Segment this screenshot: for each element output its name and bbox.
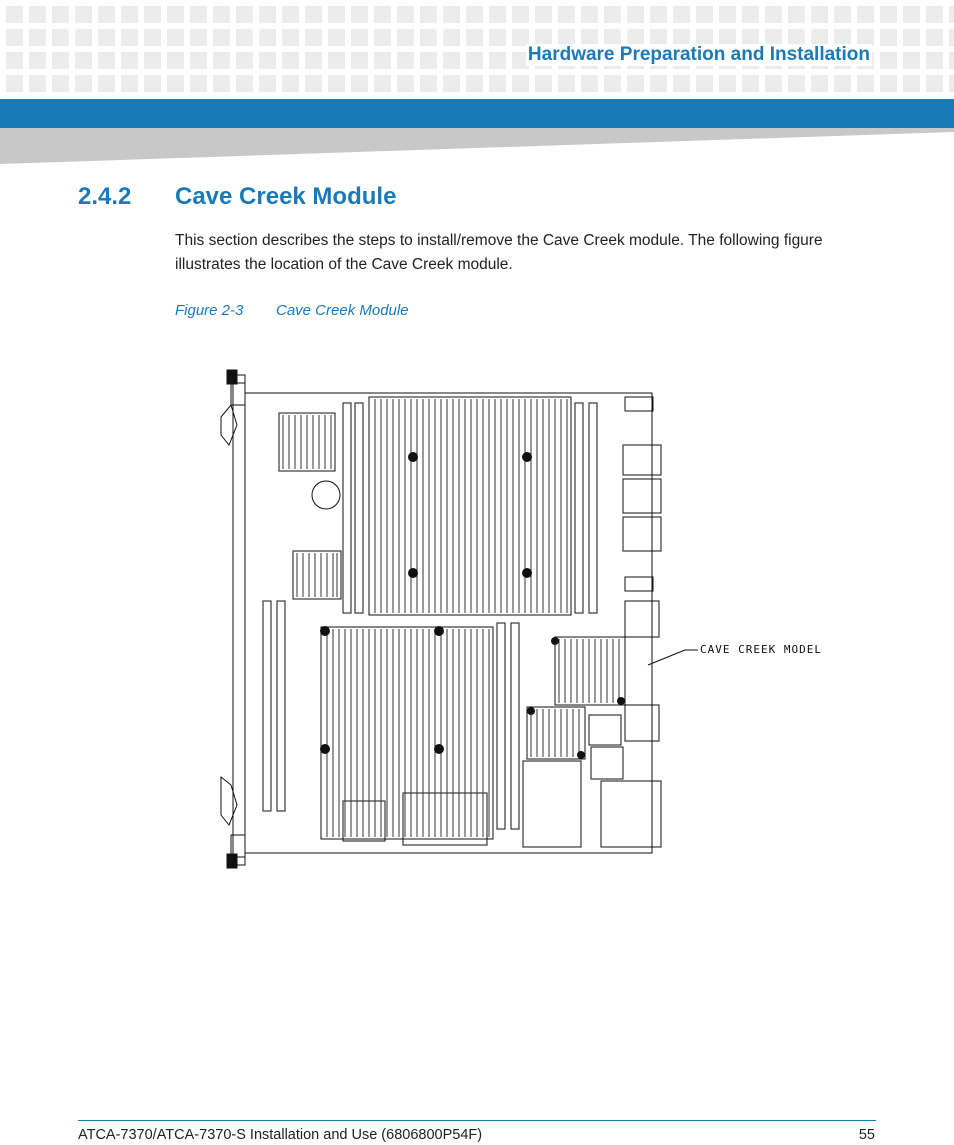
rj45-2 bbox=[622, 478, 662, 514]
dimm-slot-3 bbox=[574, 402, 584, 614]
rj45-3 bbox=[622, 516, 662, 552]
chip-2 bbox=[590, 746, 624, 780]
connector-5 bbox=[624, 704, 660, 742]
dimm-slot-2 bbox=[354, 402, 364, 614]
running-header-title: Hardware Preparation and Installation bbox=[525, 44, 872, 66]
lower-handle bbox=[220, 775, 246, 858]
mounting-screws bbox=[320, 452, 625, 759]
body-paragraph: This section describes the steps to inst… bbox=[175, 232, 823, 273]
small-heatsink-3 bbox=[526, 706, 586, 760]
dimm-slot-7 bbox=[496, 622, 506, 830]
cave-creek-module bbox=[554, 636, 626, 706]
dimm-slot-6 bbox=[276, 600, 286, 812]
switch-1 bbox=[624, 396, 654, 412]
callout-leader bbox=[647, 649, 686, 666]
dimm-slot-1 bbox=[342, 402, 352, 614]
pcb-outline bbox=[244, 392, 653, 854]
connector-8 bbox=[402, 792, 488, 846]
heatsink-fins bbox=[282, 399, 620, 837]
section-number: 2.4.2 bbox=[78, 183, 132, 210]
section-title: Cave Creek Module bbox=[175, 183, 397, 210]
cave-creek-callout-label: CAVE CREEK MODEL bbox=[700, 643, 822, 656]
connector-6 bbox=[600, 780, 662, 848]
upper-heatsink bbox=[368, 396, 572, 616]
footer-page-number: 55 bbox=[858, 1127, 875, 1143]
connector-4 bbox=[624, 600, 660, 638]
board-drawing bbox=[220, 369, 698, 869]
dimm-slot-4 bbox=[588, 402, 598, 614]
connector-7 bbox=[522, 760, 582, 848]
battery bbox=[311, 480, 341, 510]
footer-rule bbox=[78, 1120, 876, 1121]
header-gray-wedge bbox=[0, 128, 954, 164]
dimm-slot-5 bbox=[262, 600, 272, 812]
small-heatsink-2 bbox=[292, 550, 342, 600]
figure-title: Cave Creek Module bbox=[276, 302, 409, 319]
small-heatsink-1 bbox=[278, 412, 336, 472]
figure-number: Figure 2-3 bbox=[175, 302, 244, 319]
upper-screw bbox=[226, 369, 238, 385]
lower-heatsink bbox=[320, 626, 494, 840]
switch-2 bbox=[624, 576, 654, 592]
chip-1 bbox=[588, 714, 622, 746]
connector-9 bbox=[342, 800, 386, 842]
header-blue-bar bbox=[0, 99, 954, 128]
dimm-slot-8 bbox=[510, 622, 520, 830]
faceplate bbox=[232, 374, 246, 866]
footer-document-title: ATCA-7370/ATCA-7370-S Installation and U… bbox=[78, 1127, 483, 1143]
rj45-1 bbox=[622, 444, 662, 476]
lower-screw bbox=[226, 853, 238, 869]
